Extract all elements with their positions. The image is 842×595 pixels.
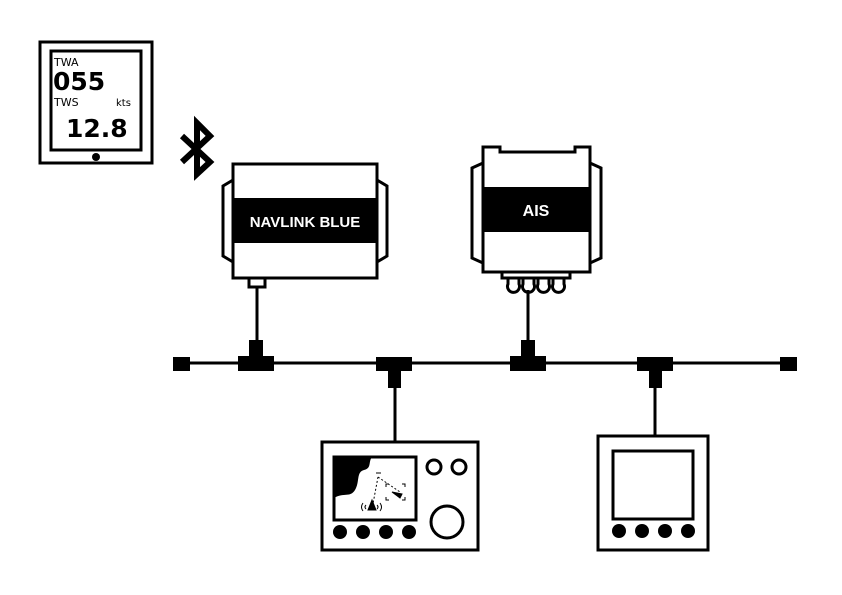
- ais-device: AIS: [470, 145, 603, 342]
- bluetooth-icon: [179, 115, 215, 181]
- twa-value: 055: [53, 67, 105, 96]
- terminator-right: [780, 357, 797, 371]
- ais-label: AIS: [523, 203, 550, 220]
- navlink-blue-device: NAVLINK BLUE: [221, 162, 389, 342]
- terminator-left: [173, 357, 190, 371]
- t-connector-navlink: [238, 340, 274, 371]
- navlink-label: NAVLINK BLUE: [250, 214, 361, 231]
- twa-label: TWA: [53, 56, 79, 69]
- t-connector-display: [637, 357, 673, 388]
- t-connector-chartplotter: [376, 357, 412, 388]
- tws-label: TWS: [53, 96, 79, 109]
- chartplotter-device: [320, 440, 480, 552]
- backbone-bus: [173, 340, 797, 442]
- ais-ports: [506, 278, 566, 294]
- tablet-display: TWA 055 TWS kts 12.8: [38, 40, 154, 165]
- instrument-display-device: [596, 434, 710, 552]
- tws-unit: kts: [116, 98, 131, 109]
- tws-value: 12.8: [66, 114, 128, 143]
- t-connector-ais: [510, 340, 546, 371]
- radar-target-icon: [361, 472, 406, 512]
